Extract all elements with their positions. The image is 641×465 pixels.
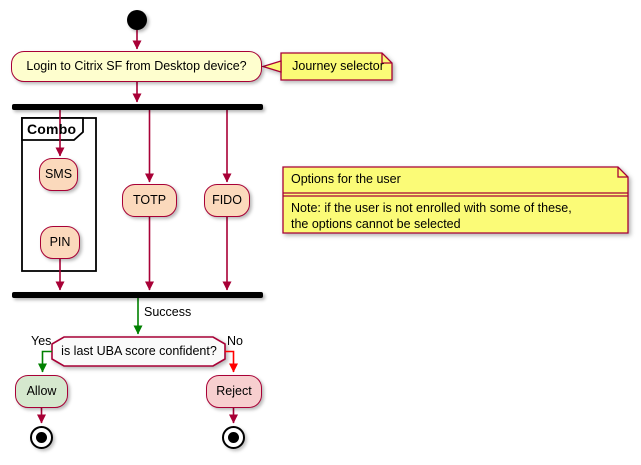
note-options-body: Note: if the user is not enrolled with s…	[291, 201, 572, 231]
decision-no-label: No	[227, 334, 243, 348]
decision-hexagon	[51, 336, 226, 367]
activity-fido: FIDO	[204, 184, 250, 217]
activity-login: Login to Citrix SF from Desktop device?	[11, 51, 262, 82]
activity-sms: SMS	[39, 158, 78, 191]
note-journey-selector-fold	[381, 53, 392, 64]
note-options-shape	[282, 166, 629, 234]
activity-allow: Allow	[15, 375, 68, 408]
end-node-reject-dot	[228, 432, 239, 443]
join-bar	[12, 292, 263, 298]
end-node-allow	[30, 426, 53, 449]
edge-label-success: Success	[144, 305, 192, 319]
note-options-divider	[283, 192, 628, 197]
end-node-reject	[222, 426, 245, 449]
activity-totp: TOTP	[122, 184, 177, 217]
note-journey-selector-pointer	[260, 60, 282, 73]
end-node-allow-dot	[36, 432, 47, 443]
note-options-fold	[617, 167, 628, 178]
partition-combo-label: Combo	[27, 121, 77, 137]
partition-combo-tab	[21, 117, 84, 141]
edge-decision-no-to-reject	[225, 350, 238, 373]
note-journey-selector-shape	[280, 52, 393, 81]
activity-reject: Reject	[206, 375, 262, 408]
note-journey-selector-text: Journey selector	[292, 59, 384, 73]
decision-question: is last UBA score confident?	[61, 344, 217, 358]
decision-yes-label: Yes	[31, 334, 52, 348]
fork-bar	[12, 104, 263, 110]
start-node	[127, 10, 147, 30]
activity-pin: PIN	[40, 226, 80, 259]
note-options-title: Options for the user	[291, 172, 401, 186]
edge-decision-yes-to-allow	[38, 350, 52, 373]
